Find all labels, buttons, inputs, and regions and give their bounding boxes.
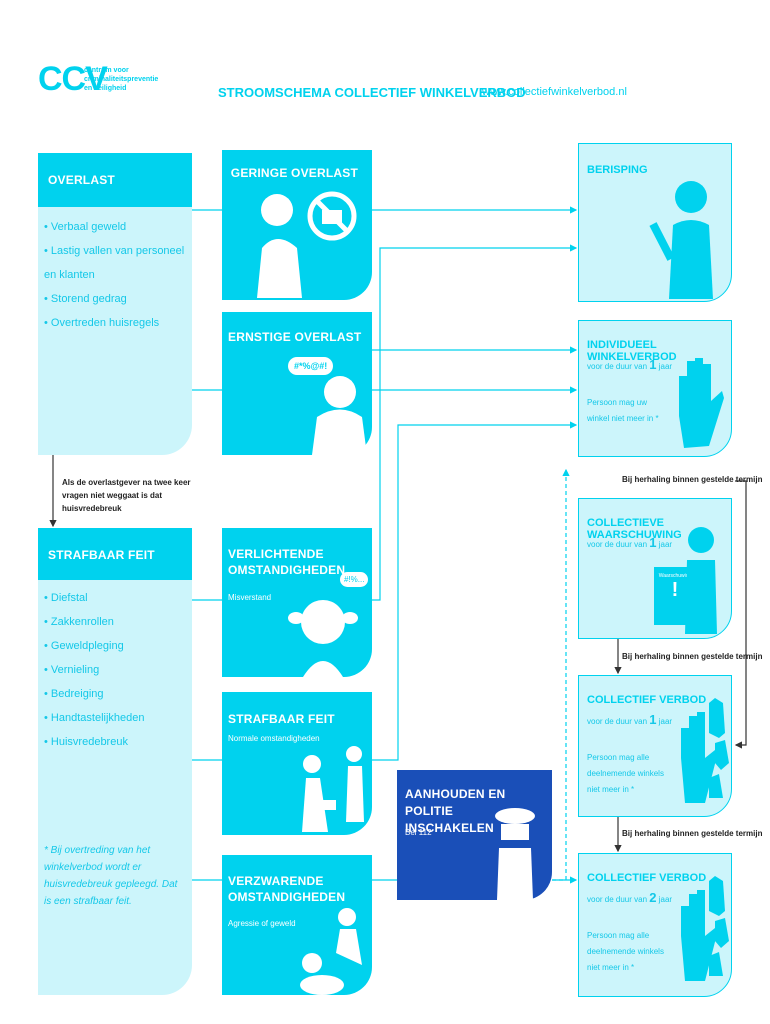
box-subtitle: Normale omstandigheden xyxy=(228,734,320,743)
list-item: Bedreiging xyxy=(44,682,186,706)
box-title: ERNSTIGE OVERLAST xyxy=(228,330,362,344)
box-title: STRAFBAAR FEIT xyxy=(228,712,335,726)
duration: voor de duur van 1 jaar xyxy=(587,535,673,550)
verzwarende-box: VERZWARENDE OMSTANDIGHEDEN Agressie of g… xyxy=(222,855,372,995)
box-title: AANHOUDEN EN POLITIE INSCHAKELEN xyxy=(405,787,506,835)
girl-icon xyxy=(288,600,358,677)
multiple-hands-icon xyxy=(681,876,729,981)
footnote: * Bij overtreding van het winkelverbod w… xyxy=(44,845,178,907)
box-subtitle: Agressie of geweld xyxy=(228,919,296,928)
list-item: Geweldpleging xyxy=(44,634,186,658)
repeat-note: Bij herhaling binnen gestelde termijn xyxy=(622,829,763,838)
box-subtitle: Misverstand xyxy=(228,593,272,602)
collectief-verbod-2-box: COLLECTIEF VERBOD voor de duur van 2 jaa… xyxy=(578,853,732,997)
collectief-verbod-1-box: COLLECTIEF VERBOD voor de duur van 1 jaa… xyxy=(578,675,732,817)
strafbaar-panel: Diefstal Zakkenrollen Geweldpleging Vern… xyxy=(38,580,192,995)
list-item: Zakkenrollen xyxy=(44,610,186,634)
multiple-hands-icon xyxy=(681,698,729,803)
box-title: COLLECTIEVE WAARSCHUWING xyxy=(587,517,682,541)
website-link[interactable]: www.collectiefwinkelverbod.nl xyxy=(482,86,627,98)
list-item: Handtastelijkheden xyxy=(44,706,186,730)
ernstige-overlast-box: ERNSTIGE OVERLAST #*%@#! xyxy=(222,312,372,455)
list-item: Diefstal xyxy=(44,586,186,610)
violence-icon xyxy=(300,908,362,995)
box-text: Persoon mag uw winkel niet meer in * xyxy=(587,398,659,423)
box-text: Persoon mag alle deelnemende winkels nie… xyxy=(587,931,664,972)
police-box: AANHOUDEN EN POLITIE INSCHAKELEN Bel 112 xyxy=(397,770,552,900)
ccv-logo: CCV xyxy=(38,60,108,98)
strafbaar-feit-box: STRAFBAAR FEIT Normale omstandigheden xyxy=(222,692,372,835)
speech-bubble: #!%... xyxy=(340,572,369,587)
police-officer-icon xyxy=(495,808,535,900)
thief-icon xyxy=(302,746,364,832)
duration: voor de duur van 1 jaar xyxy=(587,357,673,372)
overlast-list: Verbaal geweld Lastig vallen van persone… xyxy=(44,215,186,335)
box-text: Persoon mag alle deelnemende winkels nie… xyxy=(587,753,664,794)
box-title: COLLECTIEF VERBOD xyxy=(587,694,707,706)
logo-subtitle: centrum voor criminaliteitspreventie en … xyxy=(84,67,159,92)
swearing-bubble: #*%@#! xyxy=(288,357,334,375)
verlichtende-box: VERLICHTENDE OMSTANDIGHEDEN Misverstand … xyxy=(222,528,372,677)
strafbaar-header: STRAFBAAR FEIT xyxy=(38,528,192,580)
duration: voor de duur van 1 jaar xyxy=(587,712,673,727)
phone-number[interactable]: Bel 112 xyxy=(405,828,432,837)
berisping-box: BERISPING xyxy=(578,143,732,302)
box-title: VERLICHTENDE OMSTANDIGHEDEN xyxy=(228,547,346,577)
geringe-overlast-box: GERINGE OVERLAST xyxy=(222,150,372,300)
shouting-person-icon xyxy=(312,376,367,455)
list-item: Overtreden huisregels xyxy=(44,311,186,335)
list-item: Vernieling xyxy=(44,658,186,682)
box-title: COLLECTIEF VERBOD xyxy=(587,872,707,884)
person-holding-sign-icon xyxy=(685,527,717,634)
huisvredebreuk-note: Als de overlastgever na twee keer vragen… xyxy=(62,478,191,513)
overlast-panel: Verbaal geweld Lastig vallen van persone… xyxy=(38,207,192,455)
duration: voor de duur van 2 jaar xyxy=(587,890,673,905)
stop-hand-icon xyxy=(679,358,724,448)
box-title: VERZWARENDE OMSTANDIGHEDEN xyxy=(228,874,346,904)
list-item: Verbaal geweld xyxy=(44,215,186,239)
repeat-note: Bij herhaling binnen gestelde termijn xyxy=(622,475,763,484)
box-title: GERINGE OVERLAST xyxy=(230,166,358,180)
overlast-header: OVERLAST xyxy=(38,153,192,207)
strafbaar-list: Diefstal Zakkenrollen Geweldpleging Vern… xyxy=(44,586,186,754)
collectieve-waarschuwing-box: COLLECTIEVE WAARSCHUWING voor de duur va… xyxy=(578,498,732,639)
repeat-note: Bij herhaling binnen gestelde termijn xyxy=(622,652,763,661)
list-item: Storend gedrag xyxy=(44,287,186,311)
individueel-box: INDIVIDUEEL WINKELVERBOD voor de duur va… xyxy=(578,320,732,457)
list-item: Lastig vallen van personeel en klanten xyxy=(44,239,186,287)
box-title: INDIVIDUEEL WINKELVERBOD xyxy=(587,339,677,363)
person-pointing-icon xyxy=(649,181,713,299)
person-eating-icon xyxy=(257,191,357,298)
box-title: BERISPING xyxy=(587,164,648,176)
page-title: STROOMSCHEMA COLLECTIEF WINKELVERBOD xyxy=(218,85,526,100)
list-item: Huisvredebreuk xyxy=(44,730,186,754)
